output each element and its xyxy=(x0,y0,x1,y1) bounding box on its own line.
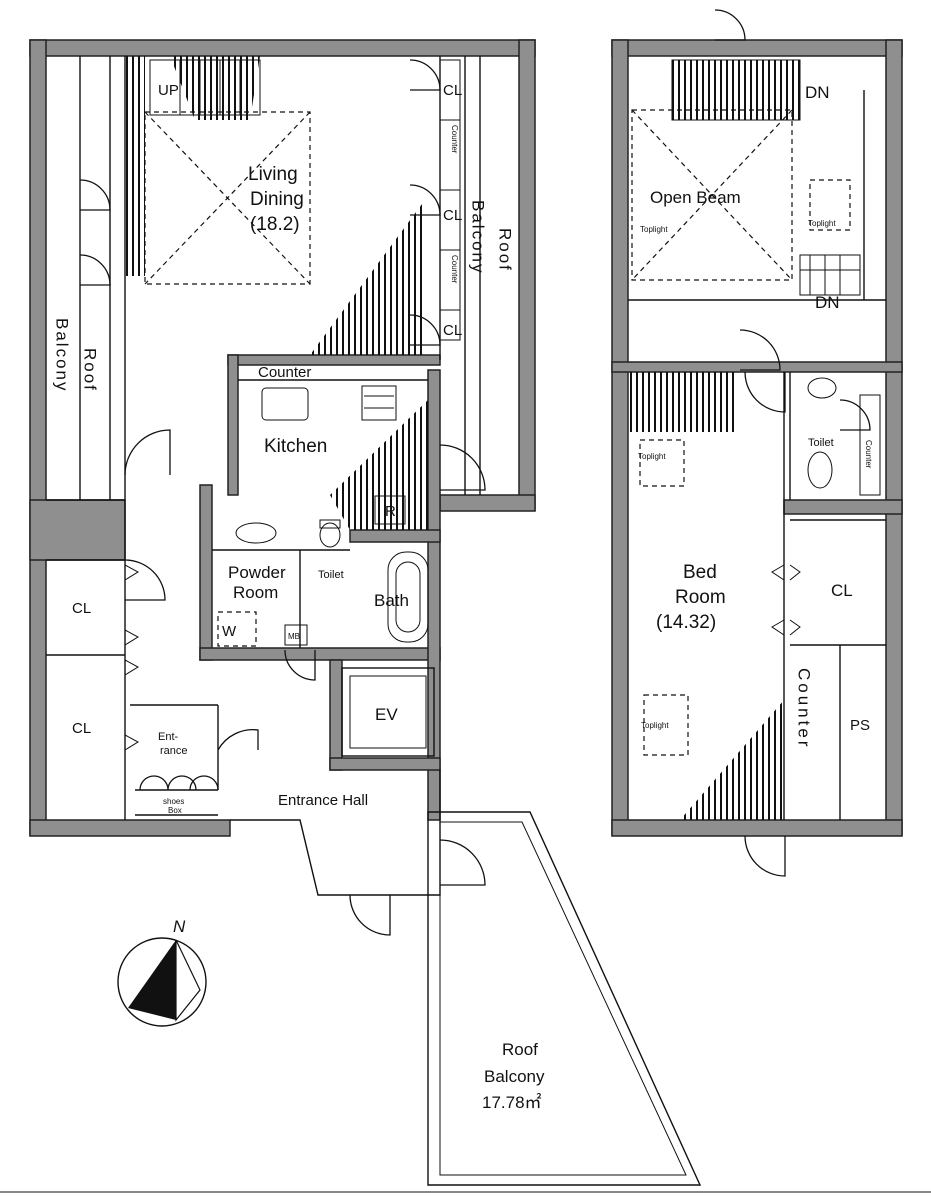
label-mb: MB xyxy=(288,632,300,641)
lower-floor xyxy=(29,39,702,1186)
label-toplight-3: Toplight xyxy=(638,452,666,461)
lower-doors xyxy=(79,59,486,936)
washer-icon xyxy=(217,611,257,647)
label-roof-balcony-1: Roof xyxy=(502,1040,538,1059)
stove-icon xyxy=(361,385,397,421)
label-toplight-1: Toplight xyxy=(640,225,668,234)
label-open-beam: Open Beam xyxy=(650,188,741,207)
sink-icon xyxy=(261,387,309,421)
label-ps: PS xyxy=(850,717,870,734)
toilet-upper-icon xyxy=(807,451,833,489)
upper-stair xyxy=(671,59,861,296)
lower-labels: UP Living Dining (18.2) CL Counter CL Co… xyxy=(53,82,545,1112)
label-shoes-1: shoes xyxy=(163,797,184,806)
label-balcony-left: Balcony xyxy=(53,318,72,392)
label-powder-1: Powder xyxy=(228,563,286,582)
bathtub-icon xyxy=(387,551,429,643)
label-toilet-upper: Toilet xyxy=(808,437,834,449)
label-cl-lower-2: CL xyxy=(72,720,91,737)
kitchen-fixtures xyxy=(261,385,406,525)
label-ev: EV xyxy=(375,705,398,724)
upper-closet-markers xyxy=(771,564,801,636)
label-dn-2: DN xyxy=(815,293,840,312)
label-cl-2: CL xyxy=(443,207,462,224)
roof-balcony-outline xyxy=(427,811,702,1186)
label-cl-upper: CL xyxy=(831,581,853,600)
label-entrance-1: Ent- xyxy=(158,731,179,743)
label-shoes-2: Box xyxy=(168,806,182,815)
label-cl-lower-1: CL xyxy=(72,600,91,617)
upper-floor xyxy=(611,9,903,877)
washbasin-icon xyxy=(235,522,277,544)
label-dn-1: DN xyxy=(805,83,830,102)
label-bed-area: (14.32) xyxy=(656,612,716,633)
upper-labels: DN Open Beam Toplight Toplight DN Toilet… xyxy=(638,83,873,749)
label-counter-upper: Counter xyxy=(795,668,814,749)
label-counter: Counter xyxy=(258,364,311,381)
lower-floor-walls xyxy=(29,39,536,837)
label-roof-left: Roof xyxy=(81,348,100,392)
label-bath: Bath xyxy=(374,591,409,610)
label-toilet-lower: Toilet xyxy=(318,569,344,581)
elevator xyxy=(341,667,435,757)
upper-floor-walls xyxy=(611,39,903,837)
washbasin-upper-icon xyxy=(807,377,837,399)
compass: N xyxy=(117,917,207,1027)
open-beam-outline xyxy=(631,109,851,281)
shoe-box xyxy=(139,775,219,791)
label-toplight-4: Toplight xyxy=(641,721,669,730)
living-void-outline xyxy=(144,111,311,285)
bath-fixtures xyxy=(217,519,429,647)
label-washer: W xyxy=(222,623,237,640)
label-counter-v2: Counter xyxy=(450,255,459,284)
closet-markers xyxy=(124,564,140,751)
compass-north-label: N xyxy=(173,917,186,936)
label-counter-v1: Counter xyxy=(450,125,459,154)
label-roof-balcony-2: Balcony xyxy=(484,1067,545,1086)
label-kitchen: Kitchen xyxy=(264,436,327,457)
label-entrance-hall: Entrance Hall xyxy=(278,792,368,809)
label-cl-1: CL xyxy=(443,82,462,99)
lower-stair xyxy=(149,59,261,116)
label-refrigerator: R xyxy=(385,503,396,520)
toilet-lower-icon xyxy=(319,522,341,548)
label-entrance-2: rance xyxy=(160,745,188,757)
label-powder-2: Room xyxy=(233,583,278,602)
label-bed-1: Bed xyxy=(683,562,717,583)
label-bed-2: Room xyxy=(675,587,726,608)
label-living-area: (18.2) xyxy=(250,214,300,235)
label-living: Living xyxy=(248,164,298,185)
upper-toilet xyxy=(807,377,881,496)
label-cl-3: CL xyxy=(443,322,462,339)
label-toplight-2: Toplight xyxy=(808,219,836,228)
label-roof-right: Roof xyxy=(496,228,515,272)
label-balcony-right: Balcony xyxy=(469,200,488,274)
refrigerator-icon xyxy=(374,495,406,525)
lower-floor-hatching xyxy=(125,56,428,530)
upper-doors xyxy=(714,9,871,877)
label-roof-balcony-area: 17.78㎡ xyxy=(482,1093,542,1112)
label-counter-upper-small: Counter xyxy=(864,440,873,469)
right-closets xyxy=(439,59,461,341)
label-up: UP xyxy=(158,82,179,99)
label-dining: Dining xyxy=(250,189,304,210)
bedroom-hatching xyxy=(628,372,784,820)
mb-box xyxy=(284,624,308,646)
